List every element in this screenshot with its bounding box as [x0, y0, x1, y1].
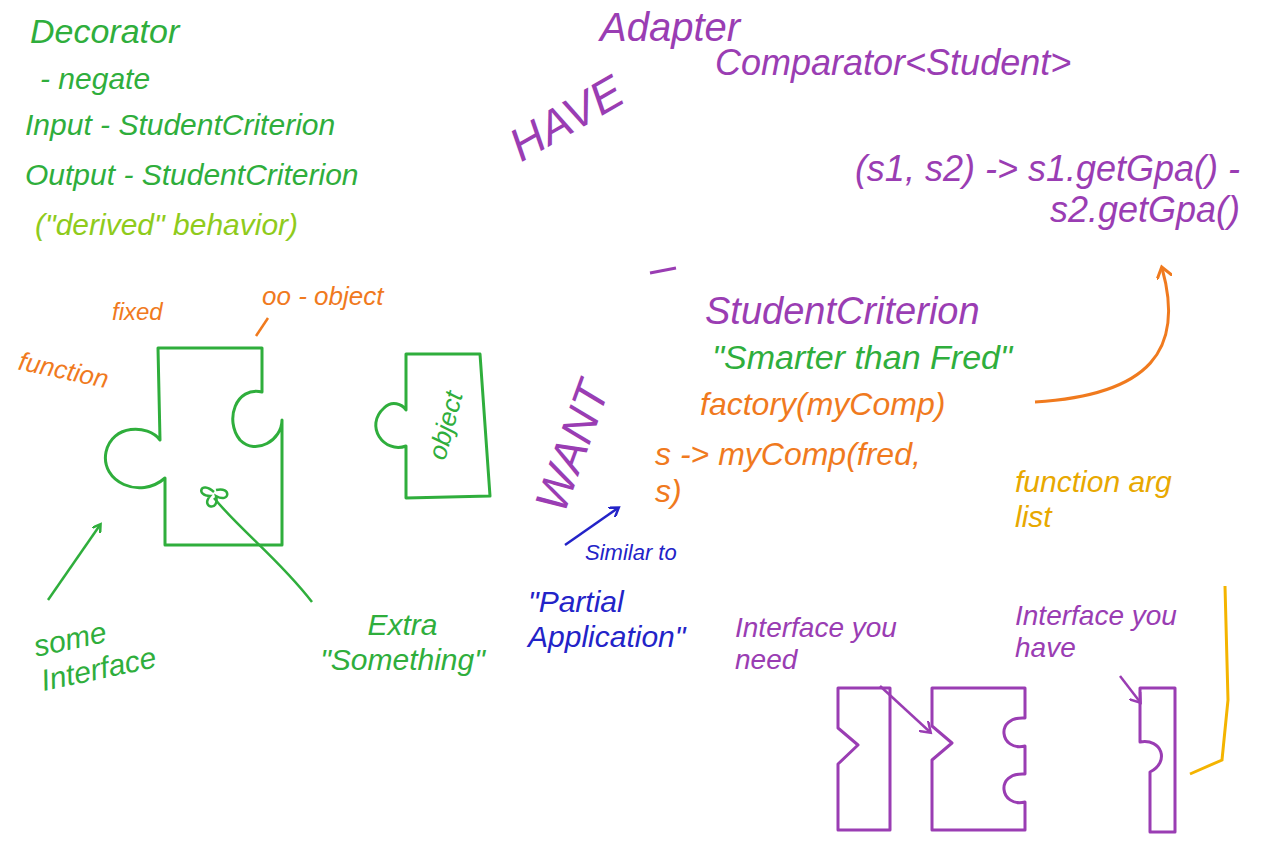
leader-arrow: [1120, 676, 1140, 702]
callout-label: Interface you need: [735, 612, 945, 676]
code-lambda: s -> myComp(fred, s): [655, 436, 955, 510]
leader-arrow: [1035, 268, 1169, 402]
note: Similar to: [585, 540, 677, 565]
type-name: StudentCriterion: [705, 290, 980, 334]
piece-label: object: [422, 387, 470, 462]
bracket-line: [1190, 586, 1228, 774]
type-name: Comparator<Student>: [715, 42, 1071, 83]
code-call: factory(myComp): [700, 386, 945, 423]
section-word: HAVE: [500, 65, 633, 172]
side-note: fixed: [112, 298, 163, 326]
piece-outline: [376, 354, 490, 498]
leader-arrow: [880, 686, 930, 732]
puzzle-piece: object: [380, 350, 495, 500]
note: "Smarter than Fred": [712, 338, 1012, 377]
puzzle-piece: [838, 688, 890, 830]
note: Input - StudentCriterion: [25, 108, 335, 143]
side-note: oo - object: [262, 282, 383, 312]
note: ("derived" behavior): [35, 208, 298, 243]
leader-arrow: [48, 525, 100, 600]
plug-symbol: [201, 488, 227, 507]
callout-label: Interface you have: [1015, 600, 1215, 664]
note: function arg list: [1015, 465, 1210, 534]
side-note: function: [16, 347, 111, 395]
note: "Partial Application": [528, 585, 713, 654]
section-word: WANT: [524, 374, 620, 519]
callout-label: some Interface: [31, 595, 212, 698]
note: - negate: [40, 62, 150, 97]
leader-line: [214, 498, 312, 602]
callout-label: Extra "Something": [305, 608, 500, 677]
note: Output - StudentCriterion: [25, 158, 359, 193]
puzzle-piece: [1140, 688, 1175, 832]
dash-mark: [650, 268, 676, 273]
leader-line: [256, 318, 268, 336]
pattern-title: Decorator: [30, 12, 179, 51]
code-lambda: (s1, s2) -> s1.getGpa() - s2.getGpa(): [700, 148, 1240, 231]
puzzle-piece: [932, 688, 1025, 830]
puzzle-piece: [105, 348, 282, 545]
